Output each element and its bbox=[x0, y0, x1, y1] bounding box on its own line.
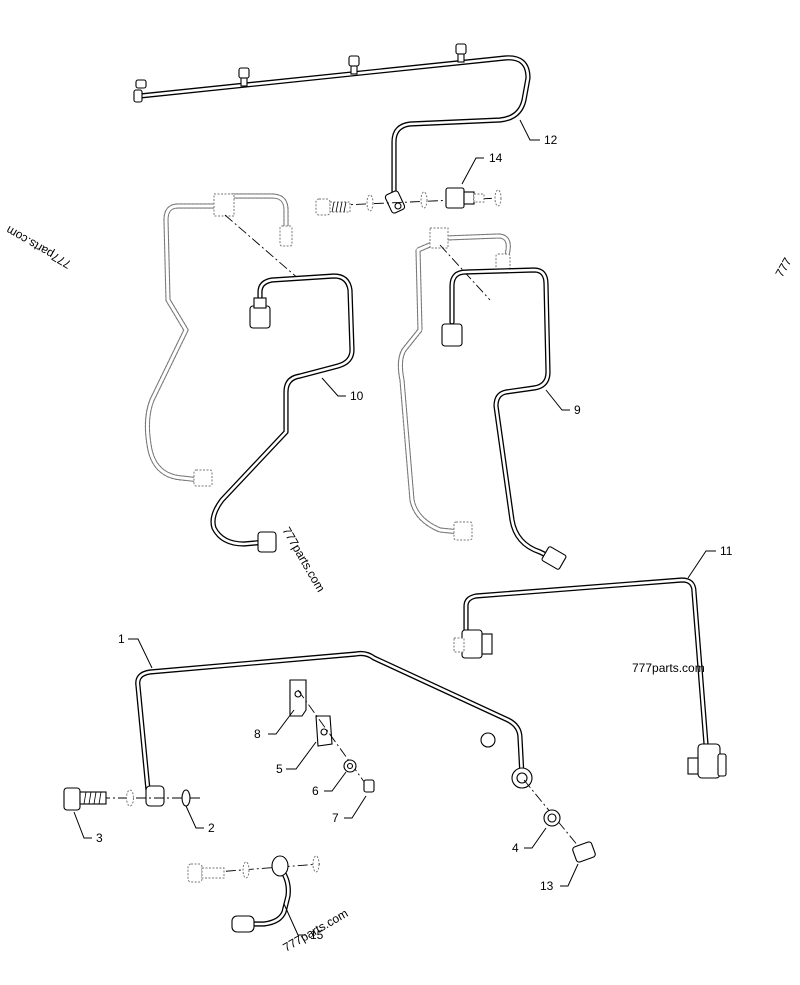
part-6-washer bbox=[343, 759, 357, 773]
callout-7: 7 bbox=[332, 811, 339, 825]
watermarks: 777parts.com 777parts.com 777parts.com 7… bbox=[4, 223, 795, 955]
part-2-sealing-washer bbox=[126, 789, 191, 807]
callout-11: 11 bbox=[720, 544, 733, 558]
part-11-return-line bbox=[453, 577, 727, 779]
part-10-ghost-line bbox=[144, 193, 293, 487]
part-13-plug bbox=[572, 841, 596, 863]
callout-leaders bbox=[73, 119, 716, 936]
part-9-injection-line bbox=[441, 267, 567, 570]
part-1-fuel-line bbox=[135, 650, 533, 807]
callout-3: 3 bbox=[96, 831, 103, 845]
callout-12: 12 bbox=[544, 133, 558, 147]
part-15-fuel-pipe bbox=[187, 855, 321, 933]
part-10-injection-line bbox=[210, 273, 355, 553]
part-14-banjo-assembly bbox=[315, 187, 502, 216]
part-3-banjo-bolt bbox=[63, 787, 200, 811]
callout-15: 15 bbox=[310, 928, 324, 942]
watermark-2: 777parts.com bbox=[279, 525, 327, 595]
callout-9: 9 bbox=[574, 403, 581, 417]
part-7-bolt bbox=[363, 779, 375, 793]
part-9-ghost-line bbox=[397, 227, 511, 541]
callout-1: 1 bbox=[118, 632, 125, 646]
callout-4: 4 bbox=[512, 841, 519, 855]
callout-2: 2 bbox=[208, 821, 215, 835]
callout-14: 14 bbox=[489, 151, 503, 165]
watermark-5: 777 bbox=[772, 255, 794, 280]
callout-8: 8 bbox=[254, 727, 261, 741]
part-5-bracket bbox=[315, 715, 333, 747]
watermark-4: 777parts.com bbox=[281, 906, 351, 954]
callout-13: 13 bbox=[540, 879, 554, 893]
callout-labels: 12 14 10 9 11 1 8 5 6 7 3 2 4 13 15 bbox=[96, 133, 733, 942]
callout-10: 10 bbox=[350, 389, 364, 403]
watermark-1: 777parts.com bbox=[4, 223, 74, 271]
callout-6: 6 bbox=[312, 784, 319, 798]
watermark-3: 777parts.com bbox=[632, 661, 705, 675]
part-12-fuel-rail bbox=[133, 43, 531, 214]
part-4-washer bbox=[543, 809, 561, 827]
callout-5: 5 bbox=[276, 762, 283, 776]
